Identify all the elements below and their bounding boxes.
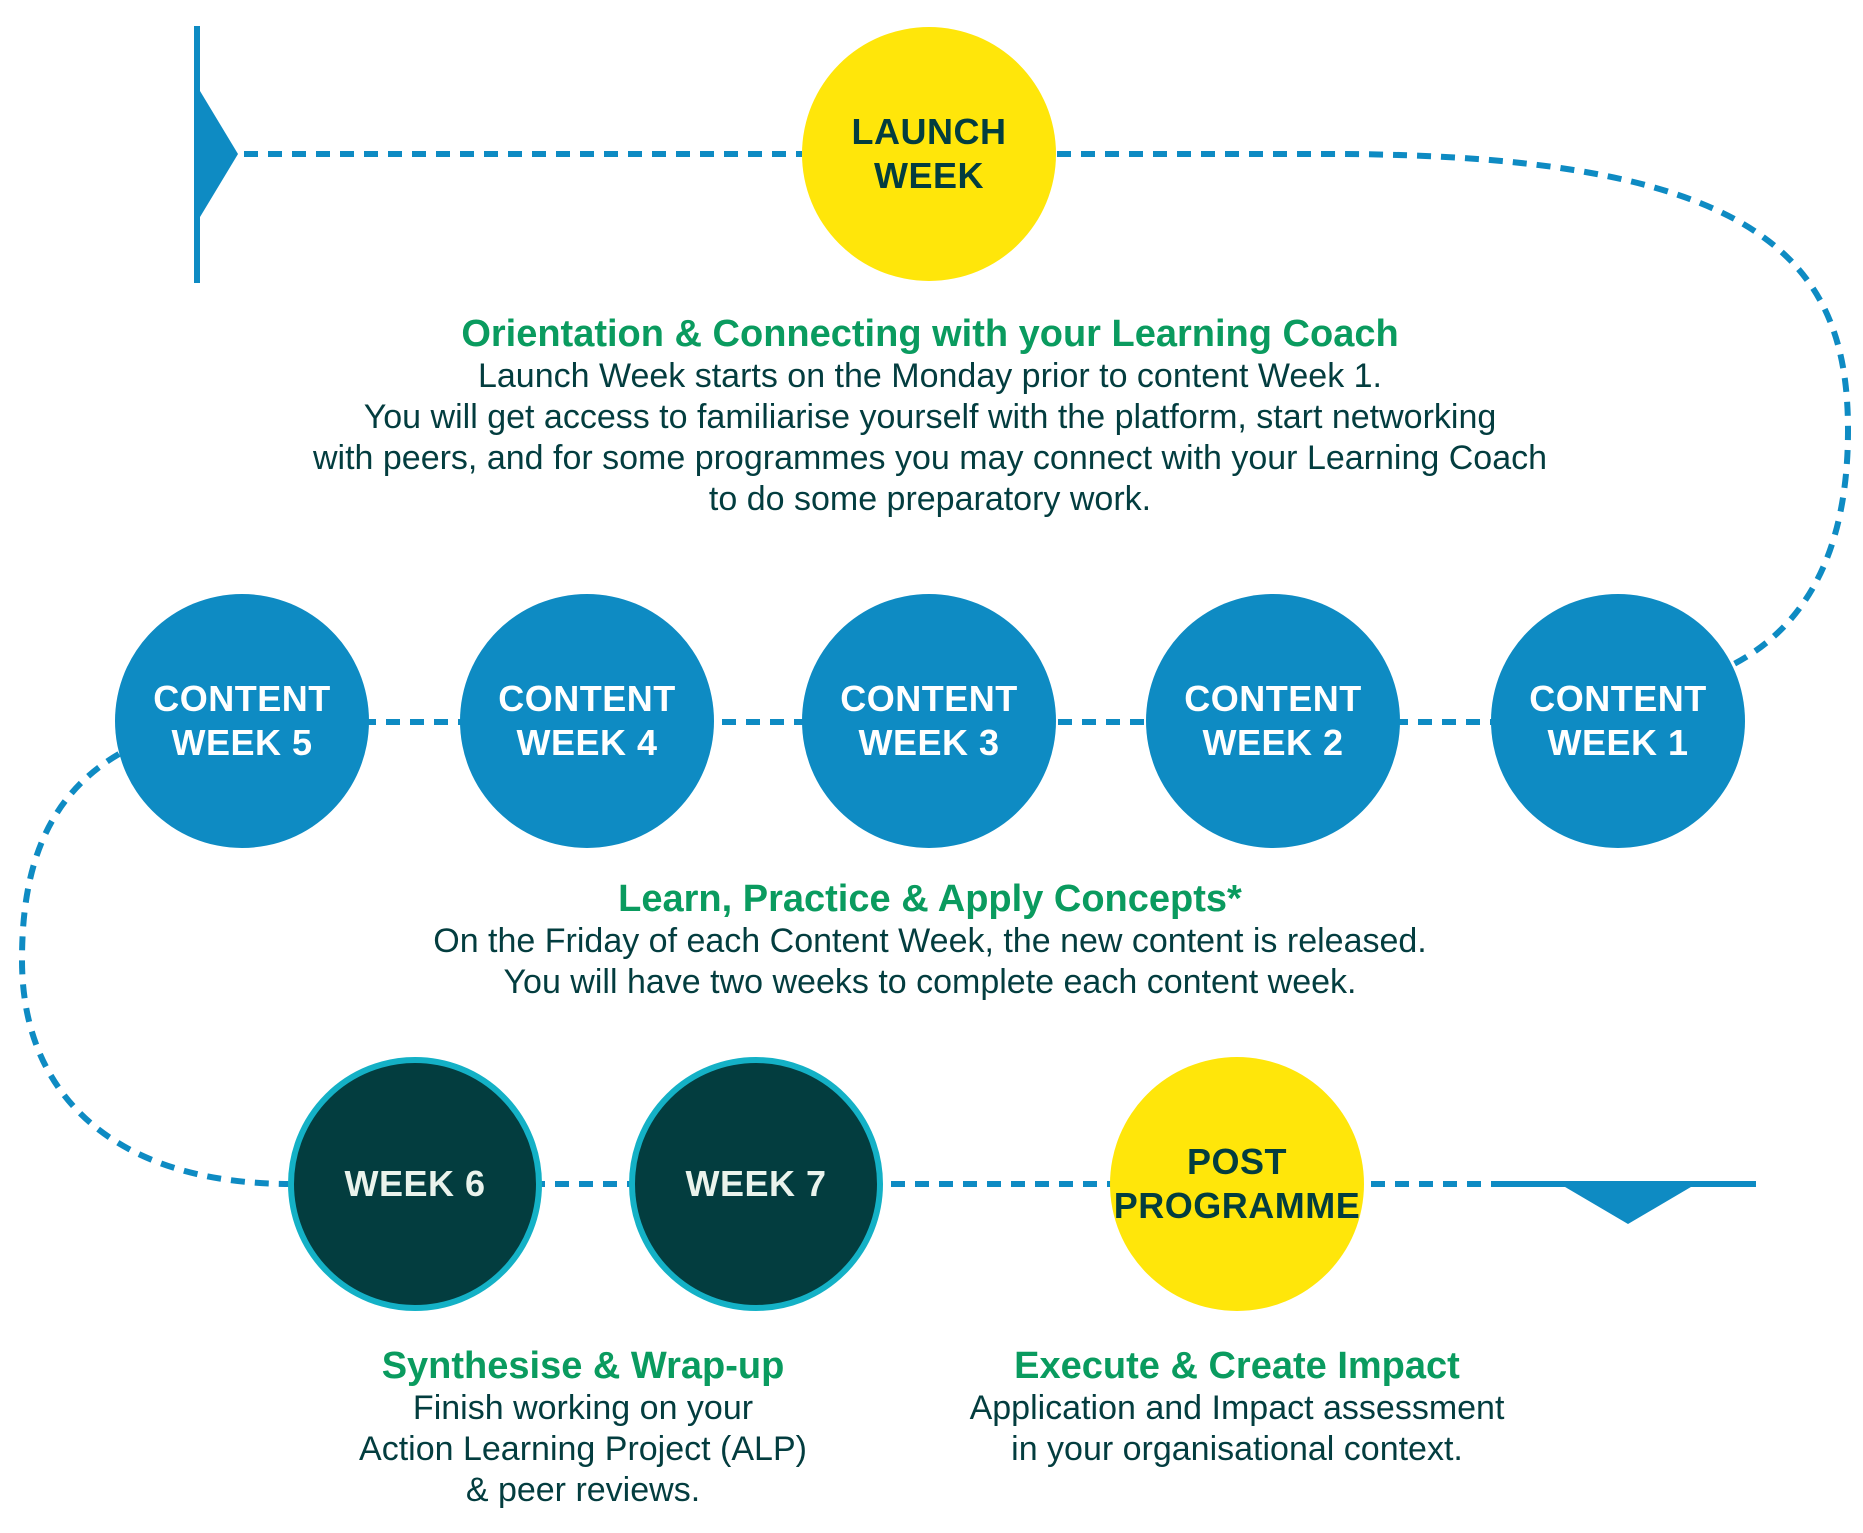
start-arrow-icon [194, 26, 238, 283]
node-label: CONTENT [498, 678, 676, 719]
end-arrow-icon [1500, 1181, 1756, 1224]
content-week-5-node: CONTENT WEEK 5 [115, 594, 369, 848]
learn-section: Learn, Practice & Apply Concepts* On the… [330, 877, 1530, 1003]
node-label: WEEK 6 [344, 1163, 486, 1204]
section-text: You will get access to familiarise yours… [363, 398, 1497, 436]
section-heading: Orientation & Connecting with your Learn… [461, 313, 1399, 355]
node-label: CONTENT [1529, 678, 1707, 719]
node-label: WEEK 3 [858, 722, 1000, 763]
section-text: with peers, and for some programmes you … [312, 439, 1548, 477]
section-text: Launch Week starts on the Monday prior t… [477, 357, 1383, 395]
section-text: to do some preparatory work. [708, 480, 1152, 518]
node-label: PROGRAMME [1113, 1185, 1361, 1226]
content-week-4-node: CONTENT WEEK 4 [460, 594, 714, 848]
section-text: Finish working on your [412, 1389, 754, 1427]
post-programme-node: POST PROGRAMME [1110, 1057, 1364, 1311]
section-text: Application and Impact assessment [969, 1389, 1505, 1427]
week-7-node: WEEK 7 [629, 1057, 883, 1311]
node-label: WEEK 5 [171, 722, 313, 763]
node-label: WEEK [874, 155, 984, 196]
content-week-1-node: CONTENT WEEK 1 [1491, 594, 1745, 848]
synthesise-section: Synthesise & Wrap-up Finish working on y… [283, 1344, 883, 1511]
content-week-3-node: CONTENT WEEK 3 [802, 594, 1056, 848]
section-heading: Execute & Create Impact [1014, 1345, 1460, 1387]
launch-week-node: LAUNCH WEEK [802, 27, 1056, 281]
node-label: LAUNCH [851, 111, 1007, 152]
path-segment [18, 751, 292, 1187]
section-text: in your organisational context. [1011, 1430, 1463, 1468]
section-heading: Learn, Practice & Apply Concepts* [618, 878, 1242, 920]
section-heading: Synthesise & Wrap-up [381, 1345, 785, 1387]
orientation-section: Orientation & Connecting with your Learn… [230, 312, 1630, 520]
section-text: On the Friday of each Content Week, the … [433, 922, 1427, 960]
node-label: WEEK 7 [685, 1163, 827, 1204]
section-text: You will have two weeks to complete each… [503, 963, 1357, 1001]
content-week-2-node: CONTENT WEEK 2 [1146, 594, 1400, 848]
node-label: WEEK 1 [1547, 722, 1689, 763]
execute-section: Execute & Create Impact Application and … [917, 1344, 1557, 1470]
section-text: & peer reviews. [465, 1471, 701, 1509]
section-text: Action Learning Project (ALP) [359, 1430, 807, 1468]
node-label: WEEK 2 [1202, 722, 1344, 763]
node-label: POST [1186, 1141, 1287, 1182]
node-label: CONTENT [153, 678, 331, 719]
node-label: WEEK 4 [516, 722, 658, 763]
week-6-node: WEEK 6 [288, 1057, 542, 1311]
node-label: CONTENT [1184, 678, 1362, 719]
node-label: CONTENT [840, 678, 1018, 719]
